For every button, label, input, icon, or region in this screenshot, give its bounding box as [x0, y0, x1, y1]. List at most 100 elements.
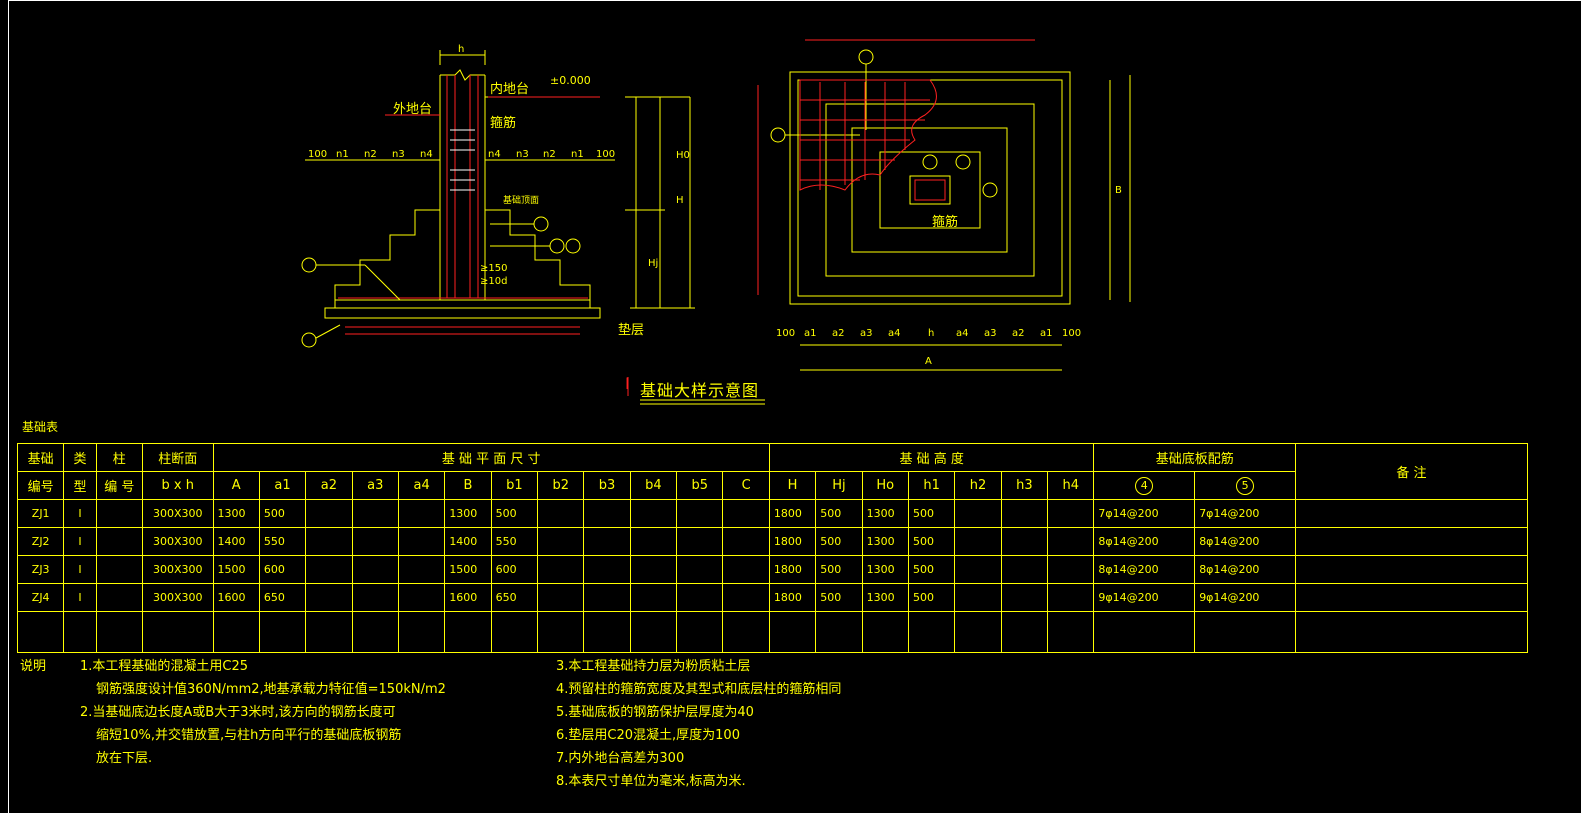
drawing-frame: [8, 0, 1581, 813]
table-cell: [954, 499, 1002, 528]
table-cell: [1047, 499, 1095, 528]
table-cell: [583, 583, 631, 612]
table-cell: [1047, 555, 1095, 584]
plan-bottom-dim-9: a1: [1040, 328, 1053, 339]
left-dim-4: n4: [420, 149, 433, 160]
hdr-Hj: Hj: [815, 471, 863, 500]
hdr-A: A: [212, 471, 260, 500]
hdr-b5: b5: [676, 471, 724, 500]
plan-bottom-dim-10: 100: [1062, 328, 1082, 339]
table-cell: [676, 555, 724, 584]
note-8: 8.本表尺寸单位为毫米,标高为米.: [556, 774, 746, 789]
table-cell-col: [95, 527, 143, 556]
plan-dim-B: B: [1115, 185, 1122, 196]
table-cell: [629, 499, 678, 528]
table-cell: [16, 611, 65, 653]
table-cell: [1000, 499, 1049, 528]
table-cell: [583, 611, 631, 653]
note-1: 1.本工程基础的混凝土用C25: [80, 659, 249, 674]
table-cell: [1000, 555, 1049, 584]
hdr-h4: h4: [1047, 471, 1095, 500]
table-cell-A: 1300: [212, 499, 260, 528]
hdr-plan-size: 基 础 平 面 尺 寸: [212, 443, 770, 472]
table-cell-Ho: 1300: [861, 555, 909, 584]
table-cell: [815, 611, 863, 653]
hdr-type-2: 型: [63, 471, 97, 500]
table-cell-sec: 300X300: [141, 499, 214, 528]
right-dim-0: n4: [488, 149, 501, 160]
table-caption: 基础表: [22, 420, 59, 434]
hdr-B: B: [444, 471, 492, 500]
note-4: 4.预留柱的箍筋宽度及其型式和底层柱的箍筋相同: [556, 682, 842, 697]
hdr-height: 基 础 高 度: [768, 443, 1095, 472]
table-cell: [954, 611, 1002, 653]
table-cell: [1294, 583, 1529, 612]
table-cell: [907, 611, 956, 653]
table-cell-r5: 8φ14@200: [1194, 527, 1296, 556]
table-cell: [1000, 583, 1049, 612]
table-cell-B: 1600: [444, 583, 492, 612]
table-row-empty: [16, 611, 1529, 653]
table-cell: [444, 611, 492, 653]
table-cell-r4: 9φ14@200: [1093, 583, 1196, 612]
table-cell-Ho: 1300: [861, 499, 909, 528]
table-cell-r5: 9φ14@200: [1194, 583, 1296, 612]
table-cell-r5: 8φ14@200: [1194, 555, 1296, 584]
notes-left: 1.本工程基础的混凝土用C25 钢筋强度设计值360N/mm2,地基承载力特征值…: [80, 655, 446, 770]
table-cell: [351, 499, 399, 528]
table-cell-a1: 550: [258, 527, 307, 556]
table-cell-a1: 600: [258, 555, 307, 584]
table-cell-b1: 650: [490, 583, 539, 612]
hdr-a2: a2: [305, 471, 353, 500]
table-cell-b1: 550: [490, 527, 539, 556]
foundation-detail-drawing: [301, 39, 1131, 405]
hdr-col-section: 柱断面: [141, 443, 214, 472]
table-cell: [722, 527, 770, 556]
table-cell: [397, 583, 446, 612]
hdr-type: 类: [63, 443, 97, 472]
table-cell-r4: 8φ14@200: [1093, 555, 1196, 584]
note-5: 5.基础底板的钢筋保护层厚度为40: [556, 705, 754, 720]
table-cell-col: [95, 499, 143, 528]
table-cell: [1047, 527, 1095, 556]
table-cell: [305, 583, 353, 612]
table-cell-Ho: 1300: [861, 583, 909, 612]
plan-bottom-dim-1: a1: [804, 328, 817, 339]
table-cell: [954, 555, 1002, 584]
table-cell: [305, 527, 353, 556]
table-cell: [722, 583, 770, 612]
table-cell-id: ZJ1: [16, 499, 65, 528]
hdr-col-2: 编 号: [95, 471, 143, 500]
cushion-label: 垫层: [618, 323, 645, 338]
table-cell-A: 1400: [212, 527, 260, 556]
right-dim-2: n2: [543, 149, 556, 160]
table-cell: [676, 527, 724, 556]
right-dim-3: n1: [571, 149, 584, 160]
table-cell-sec: 300X300: [141, 527, 214, 556]
hdr-rebar-5: 5: [1194, 471, 1296, 500]
note-1b: 钢筋强度设计值360N/mm2,地基承载力特征值=150kN/m2: [96, 682, 446, 697]
table-cell: [676, 583, 724, 612]
right-dim-4: 100: [596, 149, 616, 160]
table-cell-A: 1600: [212, 583, 260, 612]
table-cell: [351, 555, 399, 584]
table-cell-sec: 300X300: [141, 555, 214, 584]
table-cell: [1000, 611, 1049, 653]
outer-platform-label: 外地台: [393, 102, 433, 117]
table-cell-type: I: [63, 527, 97, 556]
table-cell: [1000, 527, 1049, 556]
table-cell: [258, 611, 307, 653]
table-cell-h1: 500: [907, 499, 956, 528]
table-cell-b1: 600: [490, 555, 539, 584]
table-cell-col: [95, 555, 143, 584]
title-mark: I: [625, 374, 630, 393]
notes-label: 说明: [20, 659, 47, 674]
notes-right: 3.本工程基础持力层为粉质粘土层 4.预留柱的箍筋宽度及其型式和底层柱的箍筋相同…: [556, 655, 841, 793]
table-cell-id: ZJ2: [16, 527, 65, 556]
plan-dim-A: A: [925, 356, 932, 367]
table-cell-B: 1500: [444, 555, 492, 584]
table-cell: [351, 611, 399, 653]
table-cell: [141, 611, 214, 653]
